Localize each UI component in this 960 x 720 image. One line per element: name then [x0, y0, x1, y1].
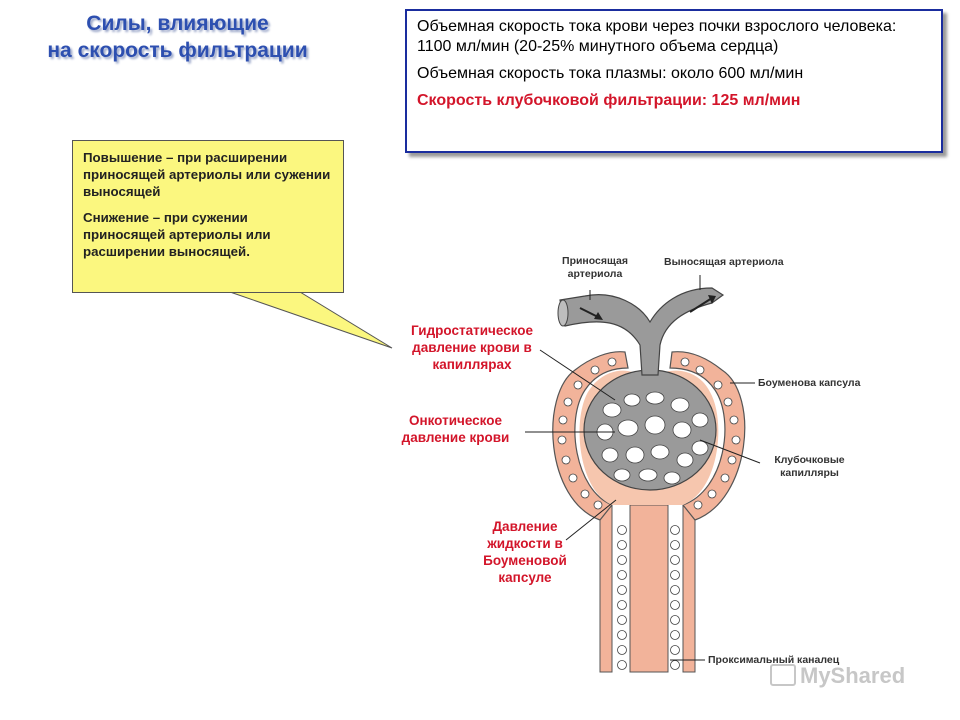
- tubule-wall-right: [682, 504, 696, 673]
- callout-note: Повышение – при расширении приносящей ар…: [72, 140, 344, 293]
- info-plasma-flow: Объемная скорость тока плазмы: около 600…: [417, 65, 804, 82]
- capillary-loops: [596, 391, 709, 485]
- afferent-flow-arrow-head: [594, 312, 603, 320]
- callout-pointer: [229, 291, 393, 349]
- label-oncotic-pressure: Онкотическое давление крови: [401, 413, 510, 445]
- info-kidney-flow-label: Объемная скорость тока крови через почки…: [417, 18, 897, 35]
- capsule-cells: [557, 357, 741, 510]
- info-gfr: Скорость клубочковой фильтрации: 125 мл/…: [417, 92, 801, 109]
- label-proximal-tubule: Проксимальный каналец: [708, 654, 840, 666]
- label-afferent-arteriole: Приносящая артериола: [562, 255, 628, 280]
- info-kidney-flow-value: 1100 мл/мин (20-25% минутного объема сер…: [417, 38, 779, 55]
- title-line-2: на скорость фильтрации: [47, 39, 308, 62]
- watermark: MyShared: [770, 663, 905, 689]
- afferent-opening: [557, 299, 569, 327]
- efferent-flow-arrow-head: [708, 295, 716, 304]
- label-hydrostatic-pressure: Гидростатическое давление крови в капилл…: [410, 323, 534, 372]
- watermark-text: MyShared: [800, 663, 906, 688]
- label-bowman-capsule: Боуменова капсула: [758, 377, 861, 389]
- page-title: Силы, влияющие на скорость фильтрации: [20, 10, 335, 64]
- callout-increase: Повышение – при расширении приносящей ар…: [83, 150, 331, 199]
- leader-lines: [525, 275, 761, 661]
- tubule-wall-left: [599, 504, 613, 673]
- label-capsule-pressure: Давление жидкости в Боуменовой капсуле: [483, 519, 567, 585]
- tubule-cells: [617, 525, 680, 670]
- callout-decrease: Снижение – при сужении приносящей артери…: [83, 210, 271, 259]
- info-kidney-flow: Объемная скорость тока крови через почки…: [417, 17, 931, 57]
- presentation-icon: [770, 664, 796, 686]
- title-line-1: Силы, влияющие: [86, 12, 269, 35]
- efferent-flow-arrow: [689, 297, 713, 313]
- tubule-lumen: [629, 504, 669, 673]
- label-efferent-arteriole: Выносящая артериола: [664, 256, 784, 268]
- info-box: Объемная скорость тока крови через почки…: [405, 9, 943, 153]
- label-glomerular-capillaries: Клубочковые капилляры: [774, 454, 845, 479]
